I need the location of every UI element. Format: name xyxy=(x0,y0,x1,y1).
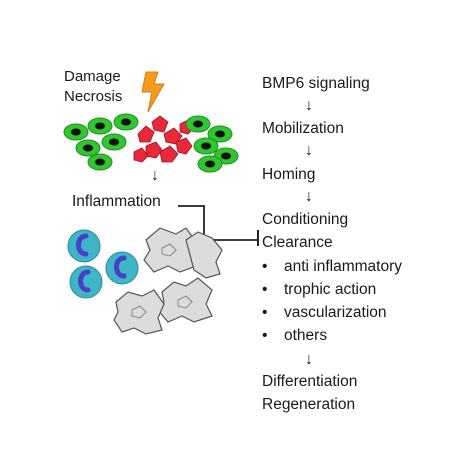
down-arrow-icon: ↓ xyxy=(305,351,313,368)
cell-cluster xyxy=(63,113,239,173)
bullet-vascularization: vascularization xyxy=(262,301,402,324)
clearance-bullet-list: anti inflammatory trophic action vascula… xyxy=(262,255,402,347)
step-regeneration: Regeneration xyxy=(262,396,356,413)
down-arrow-icon: ↓ xyxy=(305,97,313,114)
healthy-cell xyxy=(63,123,89,141)
lightning-bolt-icon xyxy=(141,71,165,113)
immune-cell xyxy=(67,229,101,263)
step-differentiation: Differentiation xyxy=(262,373,358,390)
healthy-cell xyxy=(87,117,113,135)
bullet-others: others xyxy=(262,324,402,347)
down-arrow-icon: ↓ xyxy=(305,188,313,205)
immune-cell xyxy=(69,265,103,299)
healthy-cell xyxy=(75,139,101,157)
step-bmp6-signaling: BMP6 signaling xyxy=(262,75,370,92)
down-arrow-icon: ↓ xyxy=(305,142,313,159)
necrosis-label: Necrosis xyxy=(64,88,123,105)
inflammatory-cells xyxy=(67,227,223,335)
macrophage-nuclei xyxy=(131,243,193,319)
healthy-cell xyxy=(185,115,211,133)
inhibition-bar-icon xyxy=(178,205,259,246)
healthy-cells-left xyxy=(63,113,139,171)
step-mobilization: Mobilization xyxy=(262,120,344,137)
damage-label: Damage xyxy=(64,68,121,85)
healthy-cell xyxy=(193,137,219,155)
immune-cells xyxy=(67,229,139,299)
healthy-cells-right xyxy=(185,115,239,173)
macrophages xyxy=(113,227,223,335)
healthy-cell xyxy=(101,133,127,151)
necrotic-cells xyxy=(133,115,195,163)
healthy-cell xyxy=(87,153,113,171)
immune-cell xyxy=(105,251,139,285)
healthy-cell xyxy=(207,125,233,143)
step-homing: Homing xyxy=(262,166,316,183)
healthy-cell xyxy=(113,113,139,131)
bullet-trophic-action: trophic action xyxy=(262,278,402,301)
down-arrow-icon: ↓ xyxy=(151,167,159,184)
healthy-cell xyxy=(197,155,223,173)
bullet-anti-inflammatory: anti inflammatory xyxy=(262,255,402,278)
step-conditioning: Conditioning xyxy=(262,211,349,228)
step-clearance: Clearance xyxy=(262,234,333,251)
inflammation-label: Inflammation xyxy=(72,193,161,210)
